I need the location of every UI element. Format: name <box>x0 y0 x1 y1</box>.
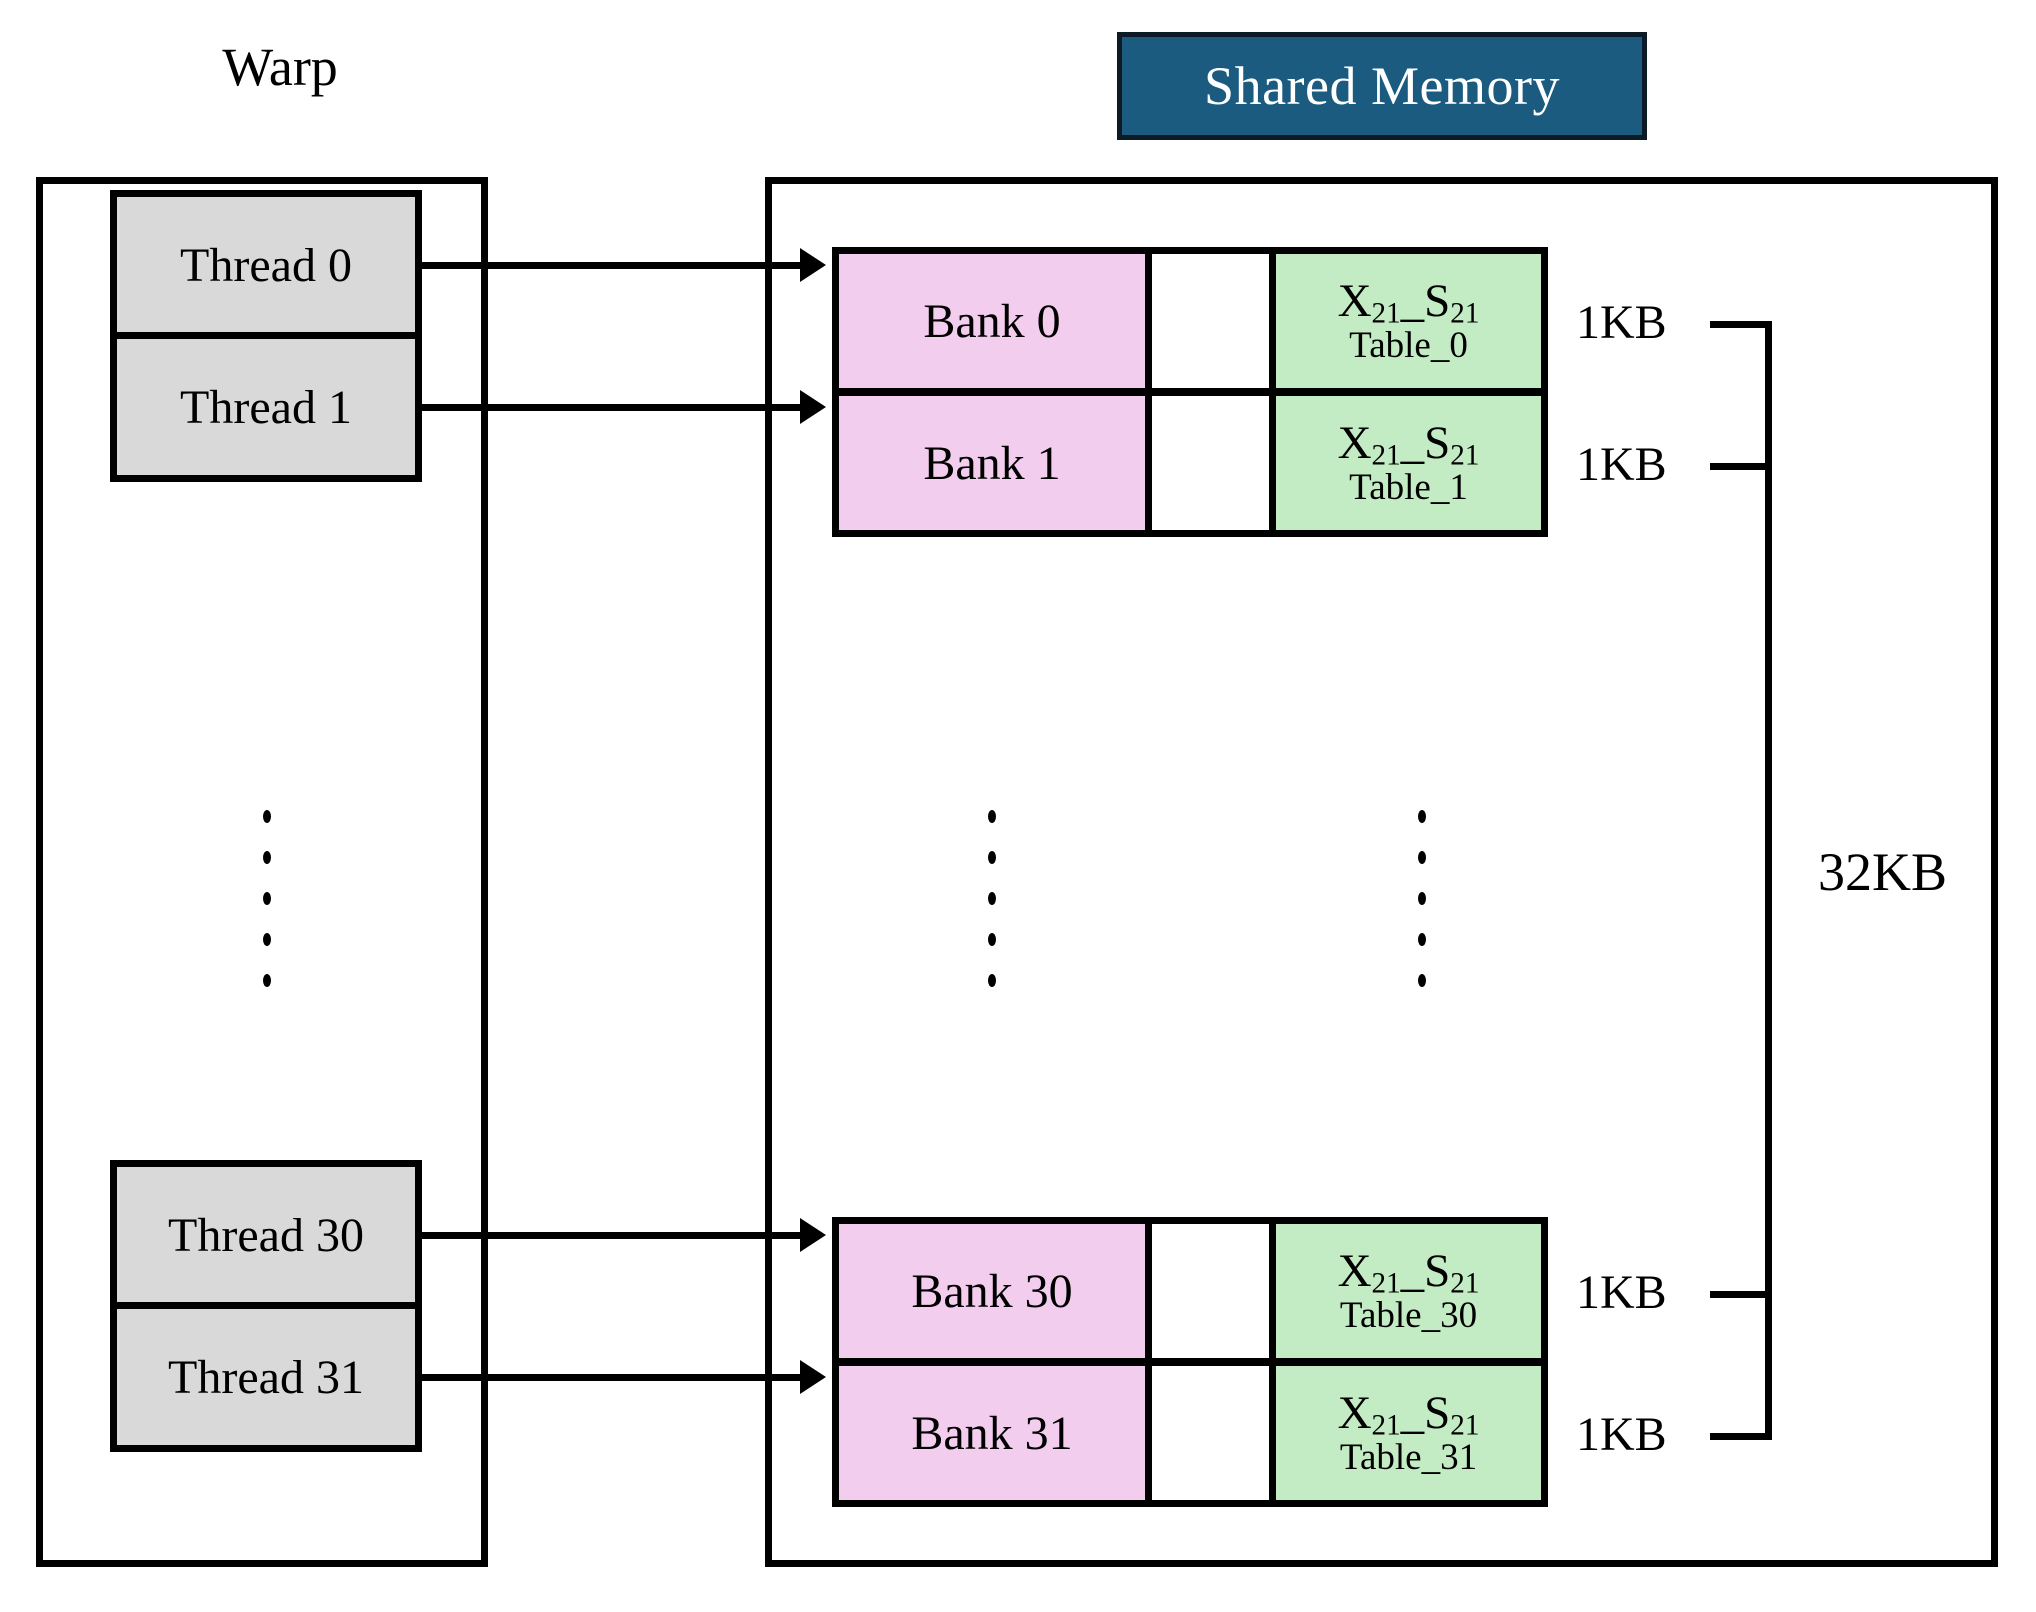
table-name: Table_0 <box>1349 324 1468 366</box>
bank-table-cell: X21_S21 Table_0 <box>1276 254 1541 388</box>
arrow-line-thread-1 <box>418 404 802 411</box>
bracket-tick-bank-1 <box>1710 463 1772 470</box>
bank-gap-cell <box>1145 254 1276 388</box>
arrow-head-thread-31 <box>800 1360 826 1394</box>
bank-name-cell: Bank 1 <box>839 396 1145 530</box>
arrow-line-thread-31 <box>418 1374 802 1381</box>
bank-name-cell: Bank 31 <box>839 1366 1145 1500</box>
thread-label: Thread 31 <box>168 1350 364 1404</box>
bank-table-cell: X21_S21 Table_30 <box>1276 1224 1541 1358</box>
bank-table-cell: X21_S21 Table_1 <box>1276 396 1541 530</box>
bank-gap-cell <box>1145 396 1276 530</box>
thread-box-30[interactable]: Thread 30 <box>110 1160 422 1310</box>
table-expression: X21_S21 <box>1337 274 1480 329</box>
bracket-tick-bank-31 <box>1710 1433 1772 1440</box>
bank-row-0[interactable]: Bank 0 X21_S21 Table_0 <box>832 247 1548 395</box>
table-name: Table_31 <box>1339 1436 1478 1478</box>
arrow-head-thread-30 <box>800 1218 826 1252</box>
shared-memory-header: Shared Memory <box>1117 32 1647 140</box>
arrow-line-thread-30 <box>418 1232 802 1239</box>
bracket-tick-bank-30 <box>1710 1291 1772 1298</box>
arrow-head-thread-1 <box>800 390 826 424</box>
total-size-label: 32KB <box>1818 842 1948 902</box>
ellipsis-threads <box>263 796 271 1001</box>
bank-row-30[interactable]: Bank 30 X21_S21 Table_30 <box>832 1217 1548 1365</box>
bracket-spine <box>1765 321 1772 1440</box>
thread-box-1[interactable]: Thread 1 <box>110 332 422 482</box>
table-expression: X21_S21 <box>1337 1244 1480 1299</box>
bank-name-cell: Bank 30 <box>839 1224 1145 1358</box>
warp-container <box>36 177 488 1567</box>
bank-table-cell: X21_S21 Table_31 <box>1276 1366 1541 1500</box>
bank-row-31[interactable]: Bank 31 X21_S21 Table_31 <box>832 1359 1548 1507</box>
bank-gap-cell <box>1145 1366 1276 1500</box>
size-label-bank-1: 1KB <box>1576 438 1667 491</box>
table-expression: X21_S21 <box>1337 1386 1480 1441</box>
bank-label: Bank 30 <box>911 1264 1073 1318</box>
table-name: Table_30 <box>1339 1294 1478 1336</box>
bank-label: Bank 31 <box>911 1406 1073 1460</box>
warp-title: Warp <box>222 37 338 97</box>
thread-box-31[interactable]: Thread 31 <box>110 1302 422 1452</box>
table-expression: X21_S21 <box>1337 416 1480 471</box>
shared-memory-container <box>765 177 1998 1567</box>
bracket-tick-bank-0 <box>1710 321 1772 328</box>
size-label-bank-0: 1KB <box>1576 296 1667 349</box>
shared-memory-header-label: Shared Memory <box>1204 56 1560 116</box>
ellipsis-banks <box>988 796 996 1001</box>
thread-label: Thread 0 <box>180 238 352 292</box>
bank-label: Bank 0 <box>923 294 1061 348</box>
arrow-head-thread-0 <box>800 248 826 282</box>
table-name: Table_1 <box>1349 466 1468 508</box>
bank-label: Bank 1 <box>923 436 1061 490</box>
thread-label: Thread 30 <box>168 1208 364 1262</box>
arrow-line-thread-0 <box>418 262 802 269</box>
thread-label: Thread 1 <box>180 380 352 434</box>
bank-row-1[interactable]: Bank 1 X21_S21 Table_1 <box>832 389 1548 537</box>
bank-gap-cell <box>1145 1224 1276 1358</box>
bank-name-cell: Bank 0 <box>839 254 1145 388</box>
size-label-bank-31: 1KB <box>1576 1408 1667 1461</box>
thread-box-0[interactable]: Thread 0 <box>110 190 422 340</box>
ellipsis-tables <box>1418 796 1426 1001</box>
size-label-bank-30: 1KB <box>1576 1266 1667 1319</box>
